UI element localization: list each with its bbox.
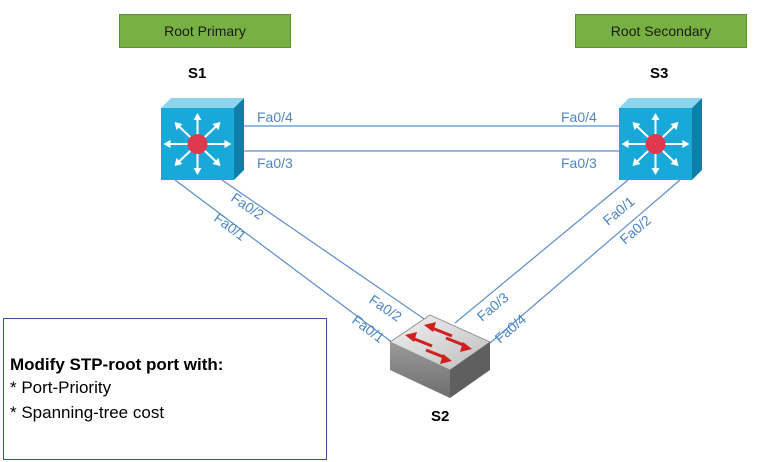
root-secondary-badge: Root Secondary	[575, 14, 747, 48]
port-label-s1-fa01: Fa0/1	[211, 210, 249, 244]
note-box: Modify STP-root port with: * Port-Priori…	[3, 318, 327, 460]
note-line-spanning-tree-cost: * Spanning-tree cost	[10, 403, 165, 422]
port-label-s2-fa04: Fa0/4	[492, 311, 530, 347]
link-s3-s2-fa02	[489, 179, 681, 344]
link-s3-s2-fa01	[454, 179, 629, 324]
port-label-s2-fa03: Fa0/3	[474, 289, 512, 324]
port-label-s3-fa03: Fa0/3	[561, 155, 597, 171]
port-label-s1-fa02: Fa0/2	[228, 189, 267, 223]
switch-s1-label: S1	[188, 65, 207, 82]
switch-s2-icon	[389, 314, 491, 398]
switch-s3-icon	[619, 98, 702, 180]
switch-s1-icon	[161, 98, 244, 180]
port-label-s3-fa04: Fa0/4	[561, 109, 597, 125]
note-line-port-priority: * Port-Priority	[10, 378, 112, 397]
link-s1-s2-fa02	[221, 179, 431, 324]
switch-s3-label: S3	[650, 65, 669, 82]
port-label-s1-fa04: Fa0/4	[257, 109, 293, 125]
note-title: Modify STP-root port with:	[10, 355, 224, 374]
switch-s2-label: S2	[431, 408, 450, 425]
port-label-s2-fa01: Fa0/1	[349, 312, 387, 346]
port-label-s1-fa03: Fa0/3	[257, 155, 293, 171]
link-s1-s2-fa01	[174, 179, 394, 344]
port-label-s2-fa02: Fa0/2	[366, 291, 405, 325]
root-primary-badge: Root Primary	[119, 14, 291, 48]
